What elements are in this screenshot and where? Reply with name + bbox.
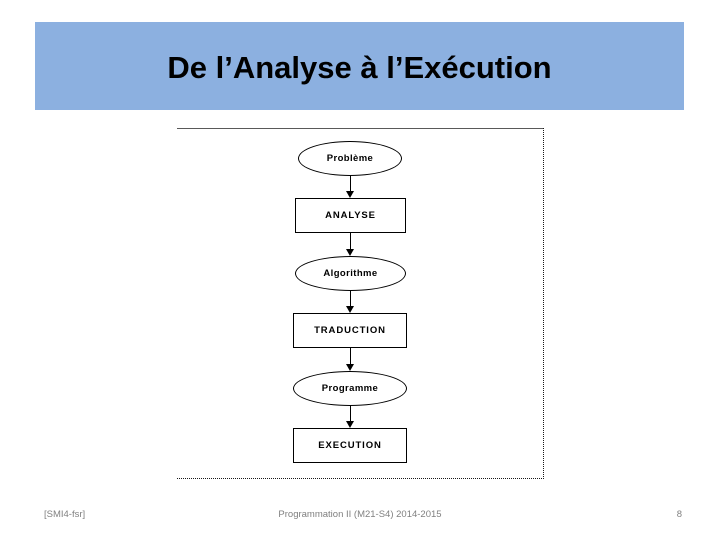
flow-node-label: EXECUTION bbox=[318, 440, 382, 451]
page-title: De l’Analyse à l’Exécution bbox=[167, 50, 552, 85]
frame-right-border bbox=[543, 128, 544, 479]
flow-node-label: Algorithme bbox=[323, 268, 378, 279]
frame-top-border bbox=[177, 128, 544, 129]
flow-node-label: Programme bbox=[321, 383, 379, 394]
flow-node-probleme[interactable]: Problème bbox=[298, 141, 402, 176]
flow-node-traduction[interactable]: TRADUCTION bbox=[293, 313, 407, 348]
flow-node-label: TRADUCTION bbox=[314, 325, 386, 336]
footer-course-tag: [SMI4-fsr] bbox=[44, 509, 86, 520]
flow-node-label: ANALYSE bbox=[325, 210, 376, 221]
title-band: De l’Analyse à l’Exécution bbox=[35, 22, 684, 110]
slide-footer: [SMI4-fsr] Programmation II (M21-S4) 201… bbox=[0, 506, 720, 528]
flow-node-algorithme[interactable]: Algorithme bbox=[295, 256, 406, 291]
flow-node-analyse[interactable]: ANALYSE bbox=[295, 198, 406, 233]
flow-node-programme[interactable]: Programme bbox=[293, 371, 407, 406]
flow-node-label: Problème bbox=[326, 153, 374, 164]
footer-page-number: 8 bbox=[676, 509, 682, 520]
frame-bottom-border bbox=[177, 478, 544, 479]
flow-node-execution[interactable]: EXECUTION bbox=[293, 428, 407, 463]
footer-course-info: Programmation II (M21-S4) 2014-2015 bbox=[278, 509, 442, 520]
diagram-frame: Problème ANALYSE Algorithme TRADUCTION P… bbox=[177, 128, 544, 479]
